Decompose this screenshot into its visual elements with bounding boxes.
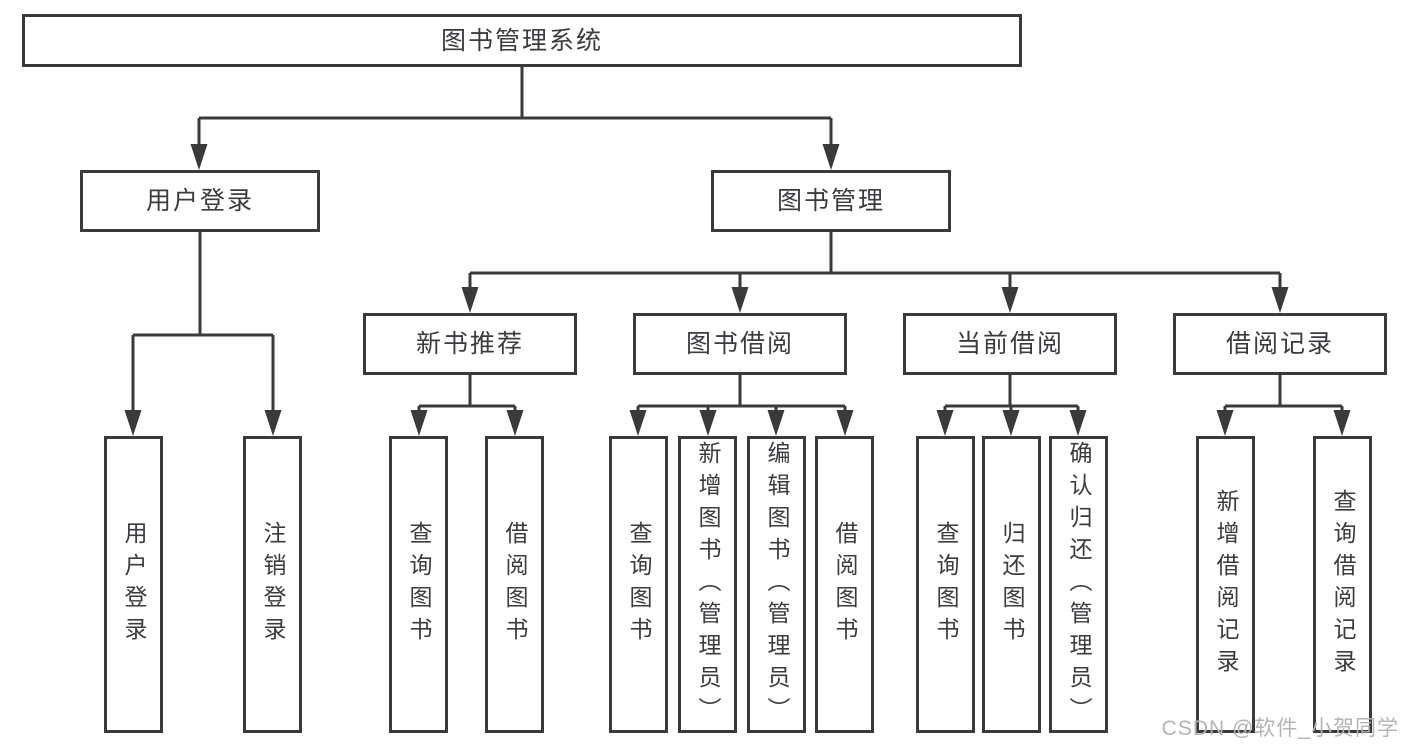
node-label: 图书管理 [776, 187, 885, 215]
leaf-query-borrow-record: 查询借阅记录 [1313, 436, 1372, 733]
connector-management-to-level3 [461, 231, 1289, 313]
arrow-down-icon [836, 410, 854, 436]
connector-recommend-to-leaves [410, 374, 524, 436]
connector-line [943, 374, 1080, 412]
node-root: 图书管理系统 [22, 14, 1022, 67]
node-label: 借阅记录 [1225, 330, 1334, 358]
node-book-management: 图书管理 [711, 170, 951, 232]
connector-line [636, 374, 847, 412]
connector-line [417, 374, 517, 412]
node-label: 查询图书 [626, 520, 652, 649]
node-borrow-records: 借阅记录 [1173, 313, 1387, 375]
node-label: 借阅图书 [502, 520, 528, 649]
node-label: 图书借阅 [685, 330, 794, 358]
arrow-down-icon [461, 287, 479, 313]
leaf-logout: 注销登录 [243, 436, 302, 733]
connector-line [131, 231, 275, 412]
leaf-confirm-return-admin: 确认归还（管理员） [1049, 436, 1108, 733]
leaf-borrow-books: 借阅图书 [815, 436, 874, 733]
arrow-down-icon [1001, 287, 1019, 313]
node-label: 用户登录 [145, 187, 254, 215]
node-label: 查询借阅记录 [1330, 488, 1356, 681]
arrow-down-icon [629, 410, 647, 436]
connector-line [197, 66, 833, 146]
connector-root-to-level2 [190, 66, 840, 170]
node-label: 当前借阅 [955, 330, 1064, 358]
leaf-edit-book-admin: 编辑图书（管理员） [747, 436, 806, 733]
watermark: CSDN @软件_小贺同学 [1161, 717, 1399, 740]
arrow-down-icon [936, 410, 954, 436]
node-label: 新增图书（管理员） [695, 440, 721, 729]
arrow-down-icon [731, 287, 749, 313]
leaf-query-books-recommend: 查询图书 [389, 436, 448, 733]
arrow-down-icon [1333, 410, 1351, 436]
connector-line [468, 231, 1282, 289]
node-label: 图书管理系统 [440, 26, 603, 55]
leaf-return-book: 归还图书 [982, 436, 1041, 733]
node-label: 新增借阅记录 [1213, 488, 1239, 681]
arrow-down-icon [822, 144, 840, 170]
node-label: 用户登录 [121, 520, 147, 649]
arrow-down-icon [767, 410, 785, 436]
leaf-query-books-borrow: 查询图书 [609, 436, 668, 733]
leaf-user-login: 用户登录 [104, 436, 163, 733]
node-user-login: 用户登录 [80, 170, 320, 232]
arrow-down-icon [506, 410, 524, 436]
arrow-down-icon [410, 410, 428, 436]
arrow-down-icon [699, 410, 717, 436]
connector-login-to-leaves [124, 231, 282, 436]
node-label: 确认归还（管理员） [1066, 440, 1092, 729]
arrow-down-icon [190, 144, 208, 170]
arrow-down-icon [1069, 410, 1087, 436]
node-new-book-recommend: 新书推荐 [363, 313, 577, 375]
node-label: 归还图书 [999, 520, 1025, 649]
node-book-borrow: 图书借阅 [633, 313, 847, 375]
arrow-down-icon [1271, 287, 1289, 313]
arrow-down-icon [264, 410, 282, 436]
leaf-add-borrow-record: 新增借阅记录 [1196, 436, 1255, 733]
arrow-down-icon [1216, 410, 1234, 436]
connector-borrow-to-leaves [629, 374, 854, 436]
node-label: 借阅图书 [832, 520, 858, 649]
arrow-down-icon [124, 410, 142, 436]
connector-records-to-leaves [1216, 374, 1351, 436]
arrow-down-icon [1002, 410, 1020, 436]
leaf-add-book-admin: 新增图书（管理员） [678, 436, 737, 733]
node-label: 新书推荐 [415, 330, 524, 358]
node-current-borrow: 当前借阅 [903, 313, 1117, 375]
node-label: 查询图书 [933, 520, 959, 649]
leaf-query-books-current: 查询图书 [916, 436, 975, 733]
node-label: 查询图书 [406, 520, 432, 649]
node-label: 编辑图书（管理员） [764, 440, 790, 729]
node-label: 注销登录 [260, 520, 286, 649]
connector-line [1223, 374, 1344, 412]
connector-current-to-leaves [936, 374, 1087, 436]
leaf-borrow-books-recommend: 借阅图书 [485, 436, 544, 733]
